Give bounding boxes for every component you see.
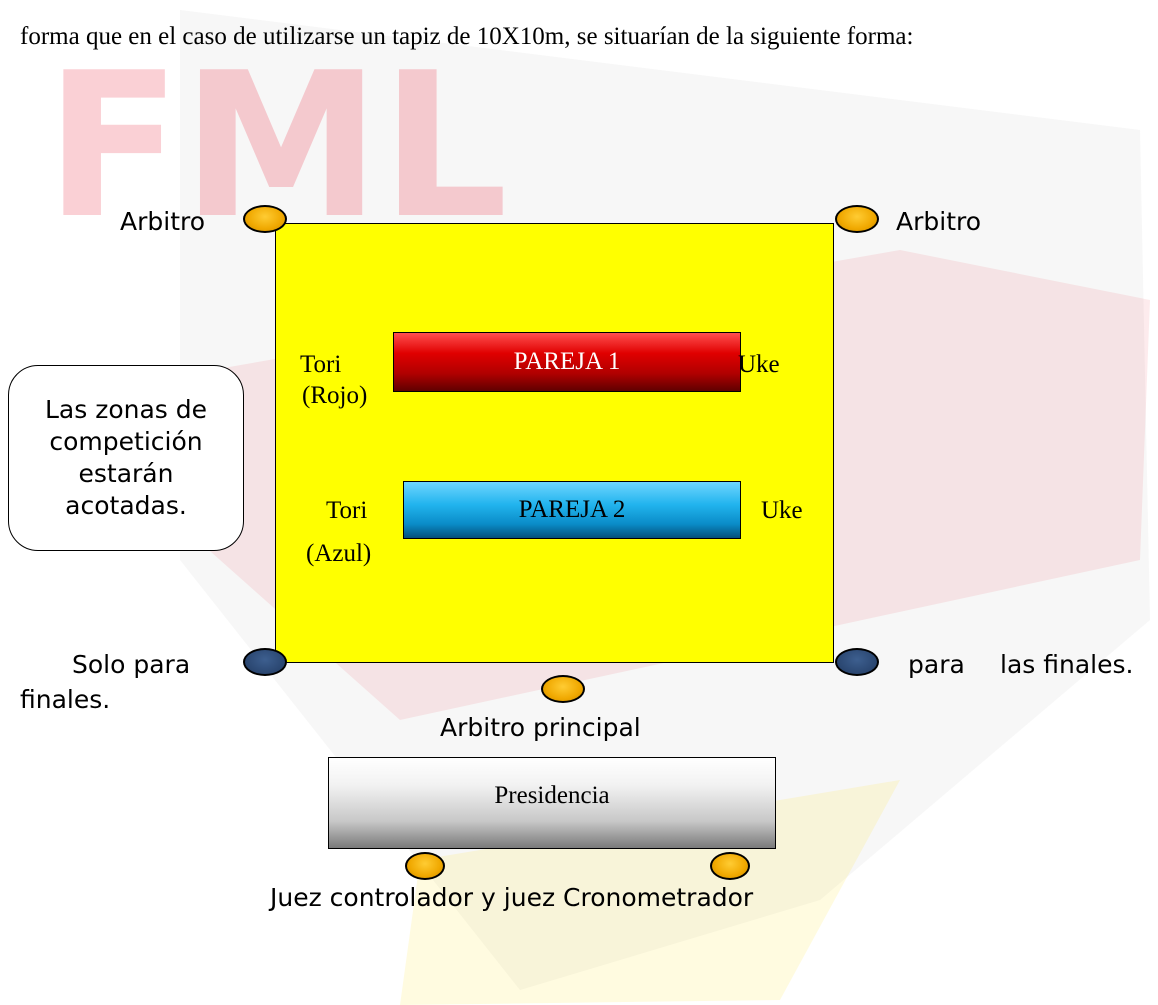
callout-line: Las zonas de — [44, 395, 208, 424]
label-jueces: Juez controlador y juez Cronometrador — [270, 883, 754, 912]
label-finales-left: finales. — [20, 685, 111, 714]
judge-controller-icon — [405, 852, 445, 880]
label-tori-blue: Tori — [326, 497, 368, 524]
label-arbitro-right: Arbitro — [896, 207, 982, 236]
referee-top-left-icon — [243, 205, 287, 233]
label-solo-para: Solo para — [72, 650, 191, 679]
referee-finals-left-icon — [243, 648, 287, 676]
callout-line: acotadas. — [65, 491, 187, 520]
callout-line: competición — [49, 427, 203, 456]
competition-mat — [275, 223, 834, 663]
judge-timekeeper-icon — [710, 852, 750, 880]
label-tori-red: Tori — [300, 351, 342, 378]
label-para-right: para — [908, 650, 965, 679]
presidencia-table: Presidencia — [328, 757, 776, 849]
label-tori-blue-color: (Azul) — [306, 540, 372, 567]
label-las-finales-right: las finales. — [1000, 650, 1134, 679]
label-arbitro-principal: Arbitro principal — [440, 713, 641, 742]
pair-2-bar: PAREJA 2 — [403, 481, 741, 539]
main-referee-icon — [541, 675, 585, 703]
label-uke-blue: Uke — [761, 497, 803, 524]
label-arbitro-left: Arbitro — [120, 207, 206, 236]
callout-competition-zones: Las zonas de competición estarán acotada… — [8, 365, 244, 551]
label-tori-red-color: (Rojo) — [302, 382, 368, 409]
callout-line: estarán — [78, 459, 174, 488]
label-uke-red: Uke — [738, 351, 780, 378]
intro-paragraph: forma que en el caso de utilizarse un ta… — [20, 23, 914, 50]
pair-1-bar: PAREJA 1 — [393, 332, 741, 392]
referee-finals-right-icon — [835, 648, 879, 676]
referee-top-right-icon — [835, 205, 879, 233]
